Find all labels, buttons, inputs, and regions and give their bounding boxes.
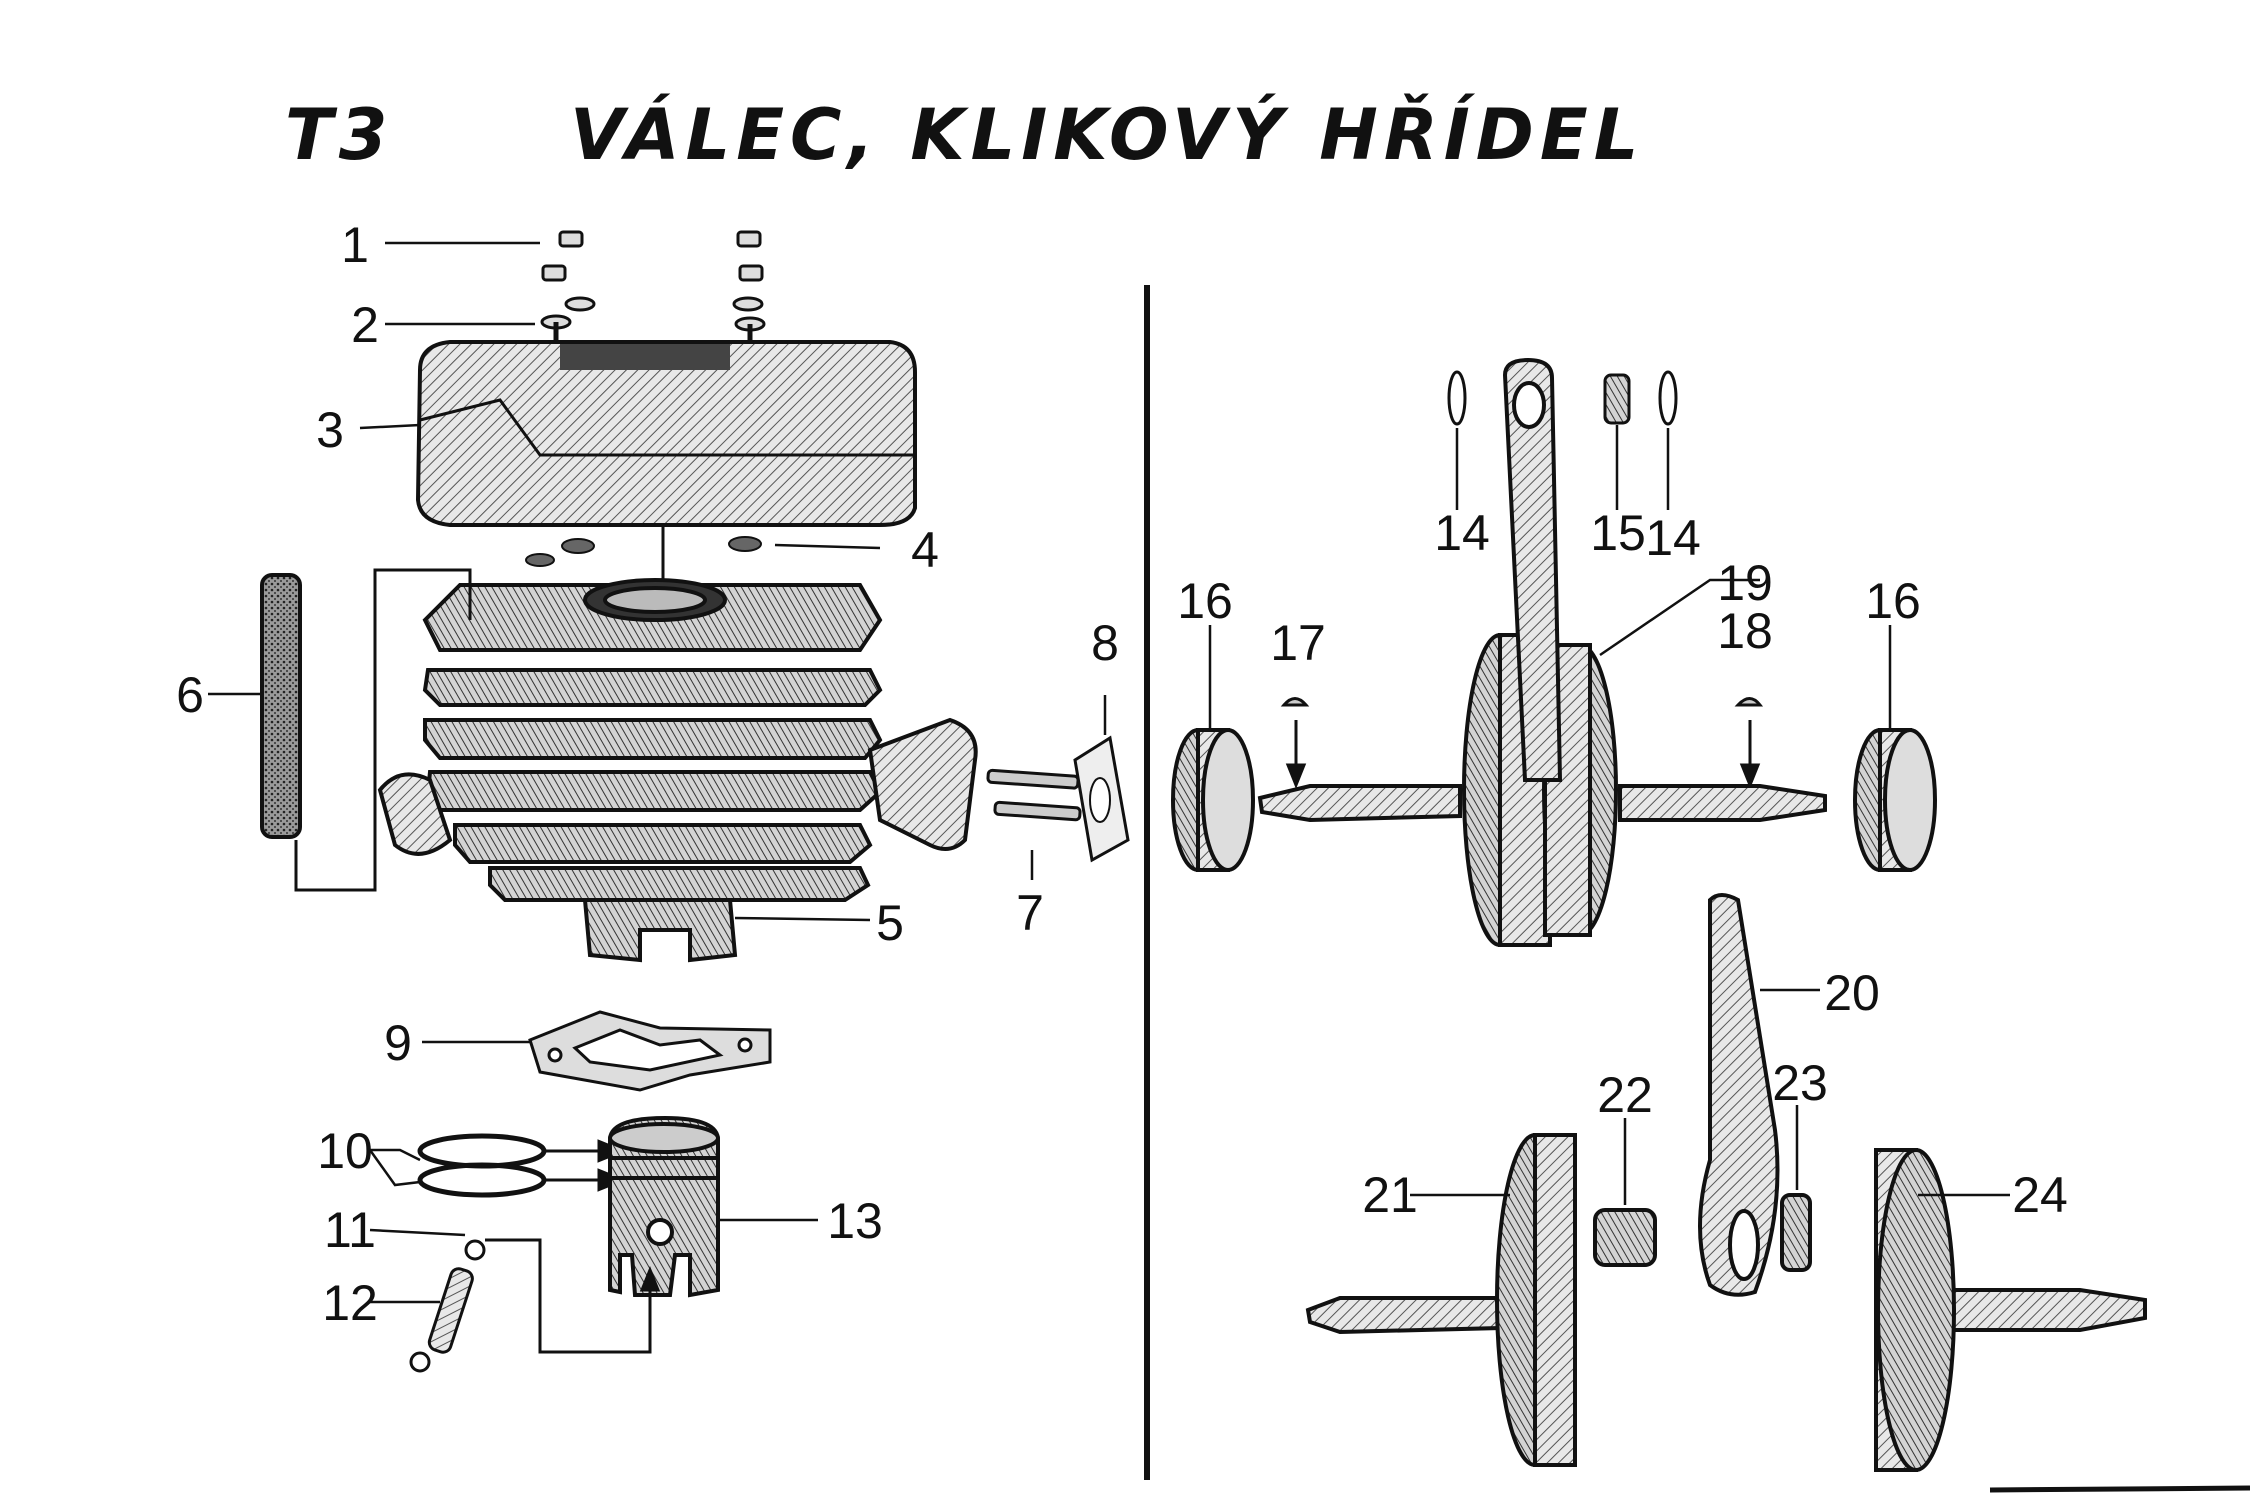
crank-pin — [1593, 1208, 1657, 1267]
callout-2: 2 — [351, 297, 379, 353]
leader-lines — [208, 241, 2010, 1304]
edge-line — [1989, 1485, 2250, 1493]
callout-13: 13 — [827, 1193, 883, 1249]
callout-8: 8 — [1091, 615, 1119, 671]
callout-22: 22 — [1597, 1067, 1653, 1123]
woodruff-keys — [1280, 697, 1764, 790]
callout-14b: 14 — [1645, 510, 1701, 566]
piston — [608, 1115, 720, 1298]
callout-labels: 1 2 3 4 5 6 7 8 9 10 11 12 13 14 14 15 1… — [176, 217, 2068, 1331]
main-bearing-left — [1171, 728, 1255, 872]
callout-9: 9 — [384, 1015, 412, 1071]
callout-10: 10 — [317, 1123, 373, 1179]
head-nuts — [540, 230, 766, 350]
callout-4: 4 — [911, 522, 939, 578]
piston-rings — [417, 1133, 627, 1198]
crank-half-right — [1874, 1148, 2147, 1472]
callout-7: 7 — [1016, 885, 1044, 941]
needle-parts — [1447, 370, 1678, 426]
cylinder-barrel — [377, 578, 978, 963]
callout-19: 19 — [1717, 555, 1773, 611]
main-bearing-right — [1853, 728, 1937, 872]
callout-5: 5 — [876, 895, 904, 951]
callout-12: 12 — [322, 1275, 378, 1331]
head-washers — [525, 536, 762, 567]
callout-16b: 16 — [1865, 573, 1921, 629]
callout-11: 11 — [324, 1202, 376, 1258]
gudgeon-pin-set — [409, 1238, 661, 1373]
callout-16a: 16 — [1177, 573, 1233, 629]
callout-1: 1 — [341, 217, 369, 273]
callout-3: 3 — [316, 402, 344, 458]
crankshaft-assembly — [1257, 357, 1827, 947]
callout-14a: 14 — [1434, 505, 1490, 561]
page-code: T3 — [285, 94, 394, 176]
crank-half-left — [1305, 1133, 1577, 1467]
callout-15: 15 — [1590, 505, 1646, 561]
page-title: VÁLEC, KLIKOVÝ HŘÍDEL — [570, 94, 1645, 176]
callout-20: 20 — [1824, 965, 1880, 1021]
alignment-pin — [260, 573, 302, 839]
base-gasket — [528, 1010, 772, 1092]
needle-bearing — [1780, 1193, 1812, 1272]
callout-21: 21 — [1362, 1167, 1418, 1223]
studs — [986, 768, 1082, 822]
callout-17: 17 — [1270, 615, 1326, 671]
cylinder-head — [415, 340, 917, 600]
callout-24: 24 — [2012, 1167, 2068, 1223]
callout-6: 6 — [176, 667, 204, 723]
connecting-rod — [1698, 893, 1780, 1297]
callout-23: 23 — [1772, 1055, 1828, 1111]
callout-18: 18 — [1717, 603, 1773, 659]
